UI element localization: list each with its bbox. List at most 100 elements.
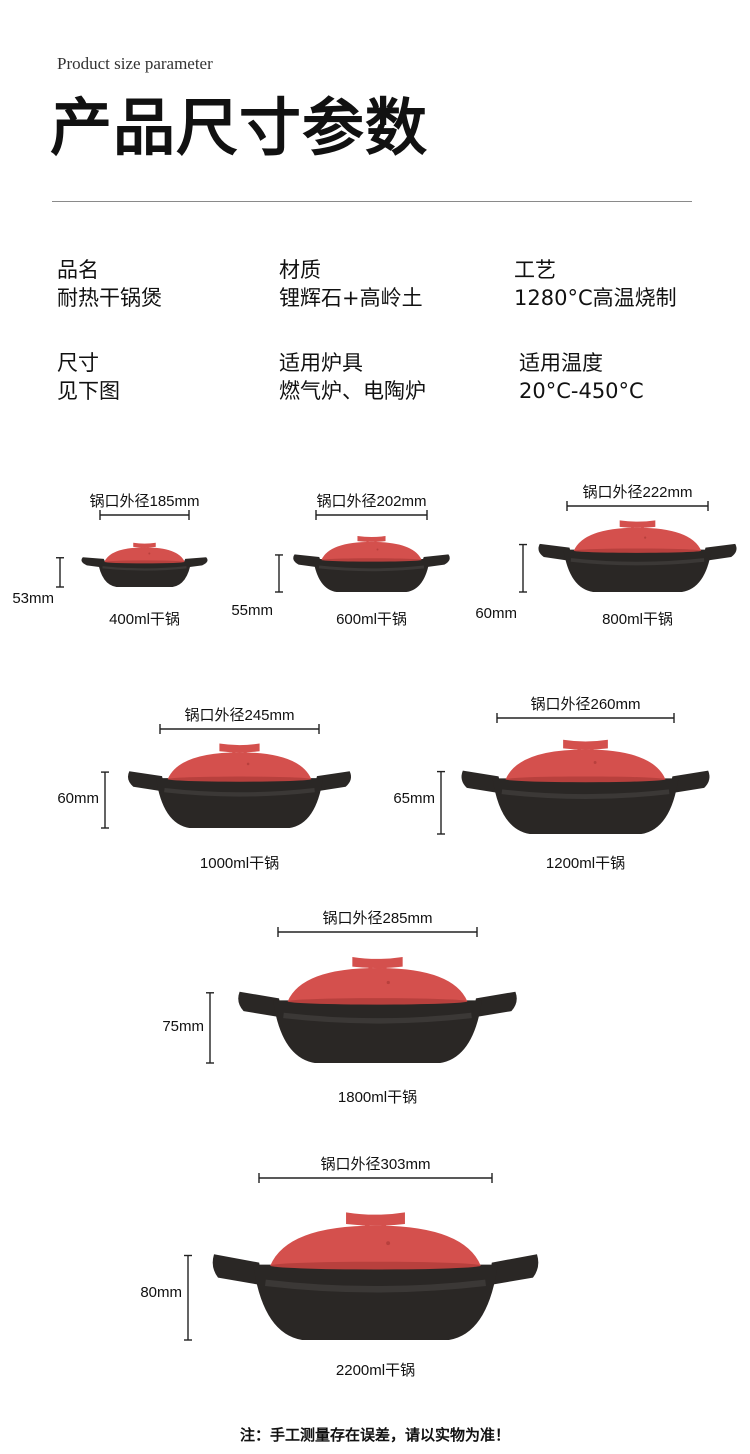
pot-knob <box>619 520 656 528</box>
pot-lid <box>287 967 468 1002</box>
pot-handle-right <box>181 557 208 569</box>
pot-knob-post <box>382 964 387 970</box>
height-label: 75mm <box>162 1018 204 1035</box>
pot-steam-hole <box>386 980 390 985</box>
spec-label: 适用炉具 <box>279 351 363 375</box>
pot-lid <box>321 541 422 560</box>
spec-label: 适用温度 <box>519 351 603 375</box>
pot-lid <box>505 749 666 780</box>
pot-handle-left <box>293 554 324 569</box>
pot-knob <box>346 1212 405 1226</box>
pot-knob-post <box>589 746 594 752</box>
pot-handle-left <box>461 770 503 794</box>
pot-handle-right <box>701 543 737 562</box>
pot-handle-right <box>471 991 517 1018</box>
pot-steam-hole <box>376 548 379 551</box>
pot-body-shine <box>318 565 425 572</box>
pot-handle-right <box>419 554 450 569</box>
pot-lid-rim <box>104 560 185 564</box>
pot-body-shine <box>570 558 705 566</box>
spec-value: 燃气炉、电陶炉 <box>279 379 426 403</box>
pot-steam-hole <box>386 1241 391 1246</box>
capacity-label: 1800ml干锅 <box>337 1089 418 1106</box>
pot-knob-post <box>243 749 247 755</box>
spec-value: 耐热干锅煲 <box>57 286 162 310</box>
pot-lid-rim <box>505 776 666 783</box>
spec-stove: 适用炉具 燃气炉、电陶炉 <box>279 349 426 405</box>
pot-knob <box>219 743 260 753</box>
pot-steam-hole <box>593 761 597 764</box>
pot-knob-post <box>232 749 236 755</box>
pot-steam-hole <box>644 536 647 539</box>
pot-knob <box>563 739 608 750</box>
pot-body <box>97 560 192 587</box>
spec-material: 材质 锂辉石+高岭土 <box>279 256 423 312</box>
pot-body-shine <box>102 566 187 571</box>
pot-handle-right <box>668 770 710 794</box>
pot-lid <box>167 752 312 780</box>
diameter-label: 锅口外径303mm <box>320 1156 431 1173</box>
height-label: 60mm <box>475 605 517 622</box>
capacity-label: 2200ml干锅 <box>335 1362 416 1379</box>
height-label: 53mm <box>12 590 54 607</box>
pot-knob-post <box>641 525 644 530</box>
spec-craft: 工艺 1280°C高温烧制 <box>514 256 677 312</box>
spec-label: 材质 <box>279 258 321 282</box>
pot-body <box>273 1000 482 1063</box>
pot-knob-post <box>146 546 149 550</box>
height-label: 55mm <box>231 602 273 619</box>
pot-lid <box>270 1225 481 1266</box>
pot-steam-hole <box>148 552 151 555</box>
diameter-label: 锅口外径202mm <box>316 493 427 510</box>
pot-knob <box>352 956 403 969</box>
spec-value: 见下图 <box>57 379 120 403</box>
pot-handle-left <box>127 771 167 792</box>
pot-handle-right <box>487 1254 539 1286</box>
spec-value: 锂辉石+高岭土 <box>279 286 423 310</box>
pot-knob-post <box>140 546 143 550</box>
pot-knob-post <box>368 964 373 970</box>
spec-value: 1280°C高温烧制 <box>514 286 677 310</box>
pot-body-shine <box>265 1279 486 1293</box>
spec-label: 尺寸 <box>57 351 99 375</box>
pot-knob <box>133 542 156 548</box>
pot-body <box>492 778 679 834</box>
pot-knob-post <box>364 1221 370 1228</box>
diameter-label: 锅口外径260mm <box>530 696 641 713</box>
capacity-label: 1000ml干锅 <box>199 855 280 872</box>
spec-value: 20°C-450°C <box>519 379 644 403</box>
pot-lid-rim <box>321 558 422 562</box>
pot-handle-left <box>238 991 284 1018</box>
pot-knob-post <box>381 1221 387 1228</box>
page-title: 产品尺寸参数 <box>50 91 429 164</box>
pot-knob-post <box>366 540 369 544</box>
pot-knob-post <box>374 540 377 544</box>
divider <box>52 201 692 202</box>
pot-body-shine <box>164 788 315 797</box>
pot-lid <box>104 547 185 562</box>
subtitle: Product size parameter <box>57 54 213 73</box>
footnote: 注：手工测量存在误差，请以实物为准！ <box>239 1426 510 1444</box>
pot-lid-rim <box>270 1261 481 1270</box>
pot-lid <box>573 527 702 551</box>
diameter-label: 锅口外径285mm <box>322 910 433 927</box>
spec-temperature: 适用温度 20°C-450°C <box>519 349 644 405</box>
height-label: 65mm <box>393 790 435 807</box>
pot-handle-left <box>212 1254 264 1286</box>
pot-body-shine <box>283 1012 472 1024</box>
pot-lid-rim <box>167 776 312 782</box>
diameter-label: 锅口外径222mm <box>582 484 693 501</box>
pot-steam-hole <box>246 762 250 766</box>
pot-handle-left <box>81 557 108 569</box>
pot-knob-post <box>631 525 634 530</box>
spec-name: 品名 耐热干锅煲 <box>57 256 162 312</box>
pot-knob <box>357 536 386 542</box>
capacity-label: 600ml干锅 <box>336 611 407 628</box>
spec-label: 工艺 <box>514 258 556 282</box>
pot-handle-right <box>312 771 352 792</box>
